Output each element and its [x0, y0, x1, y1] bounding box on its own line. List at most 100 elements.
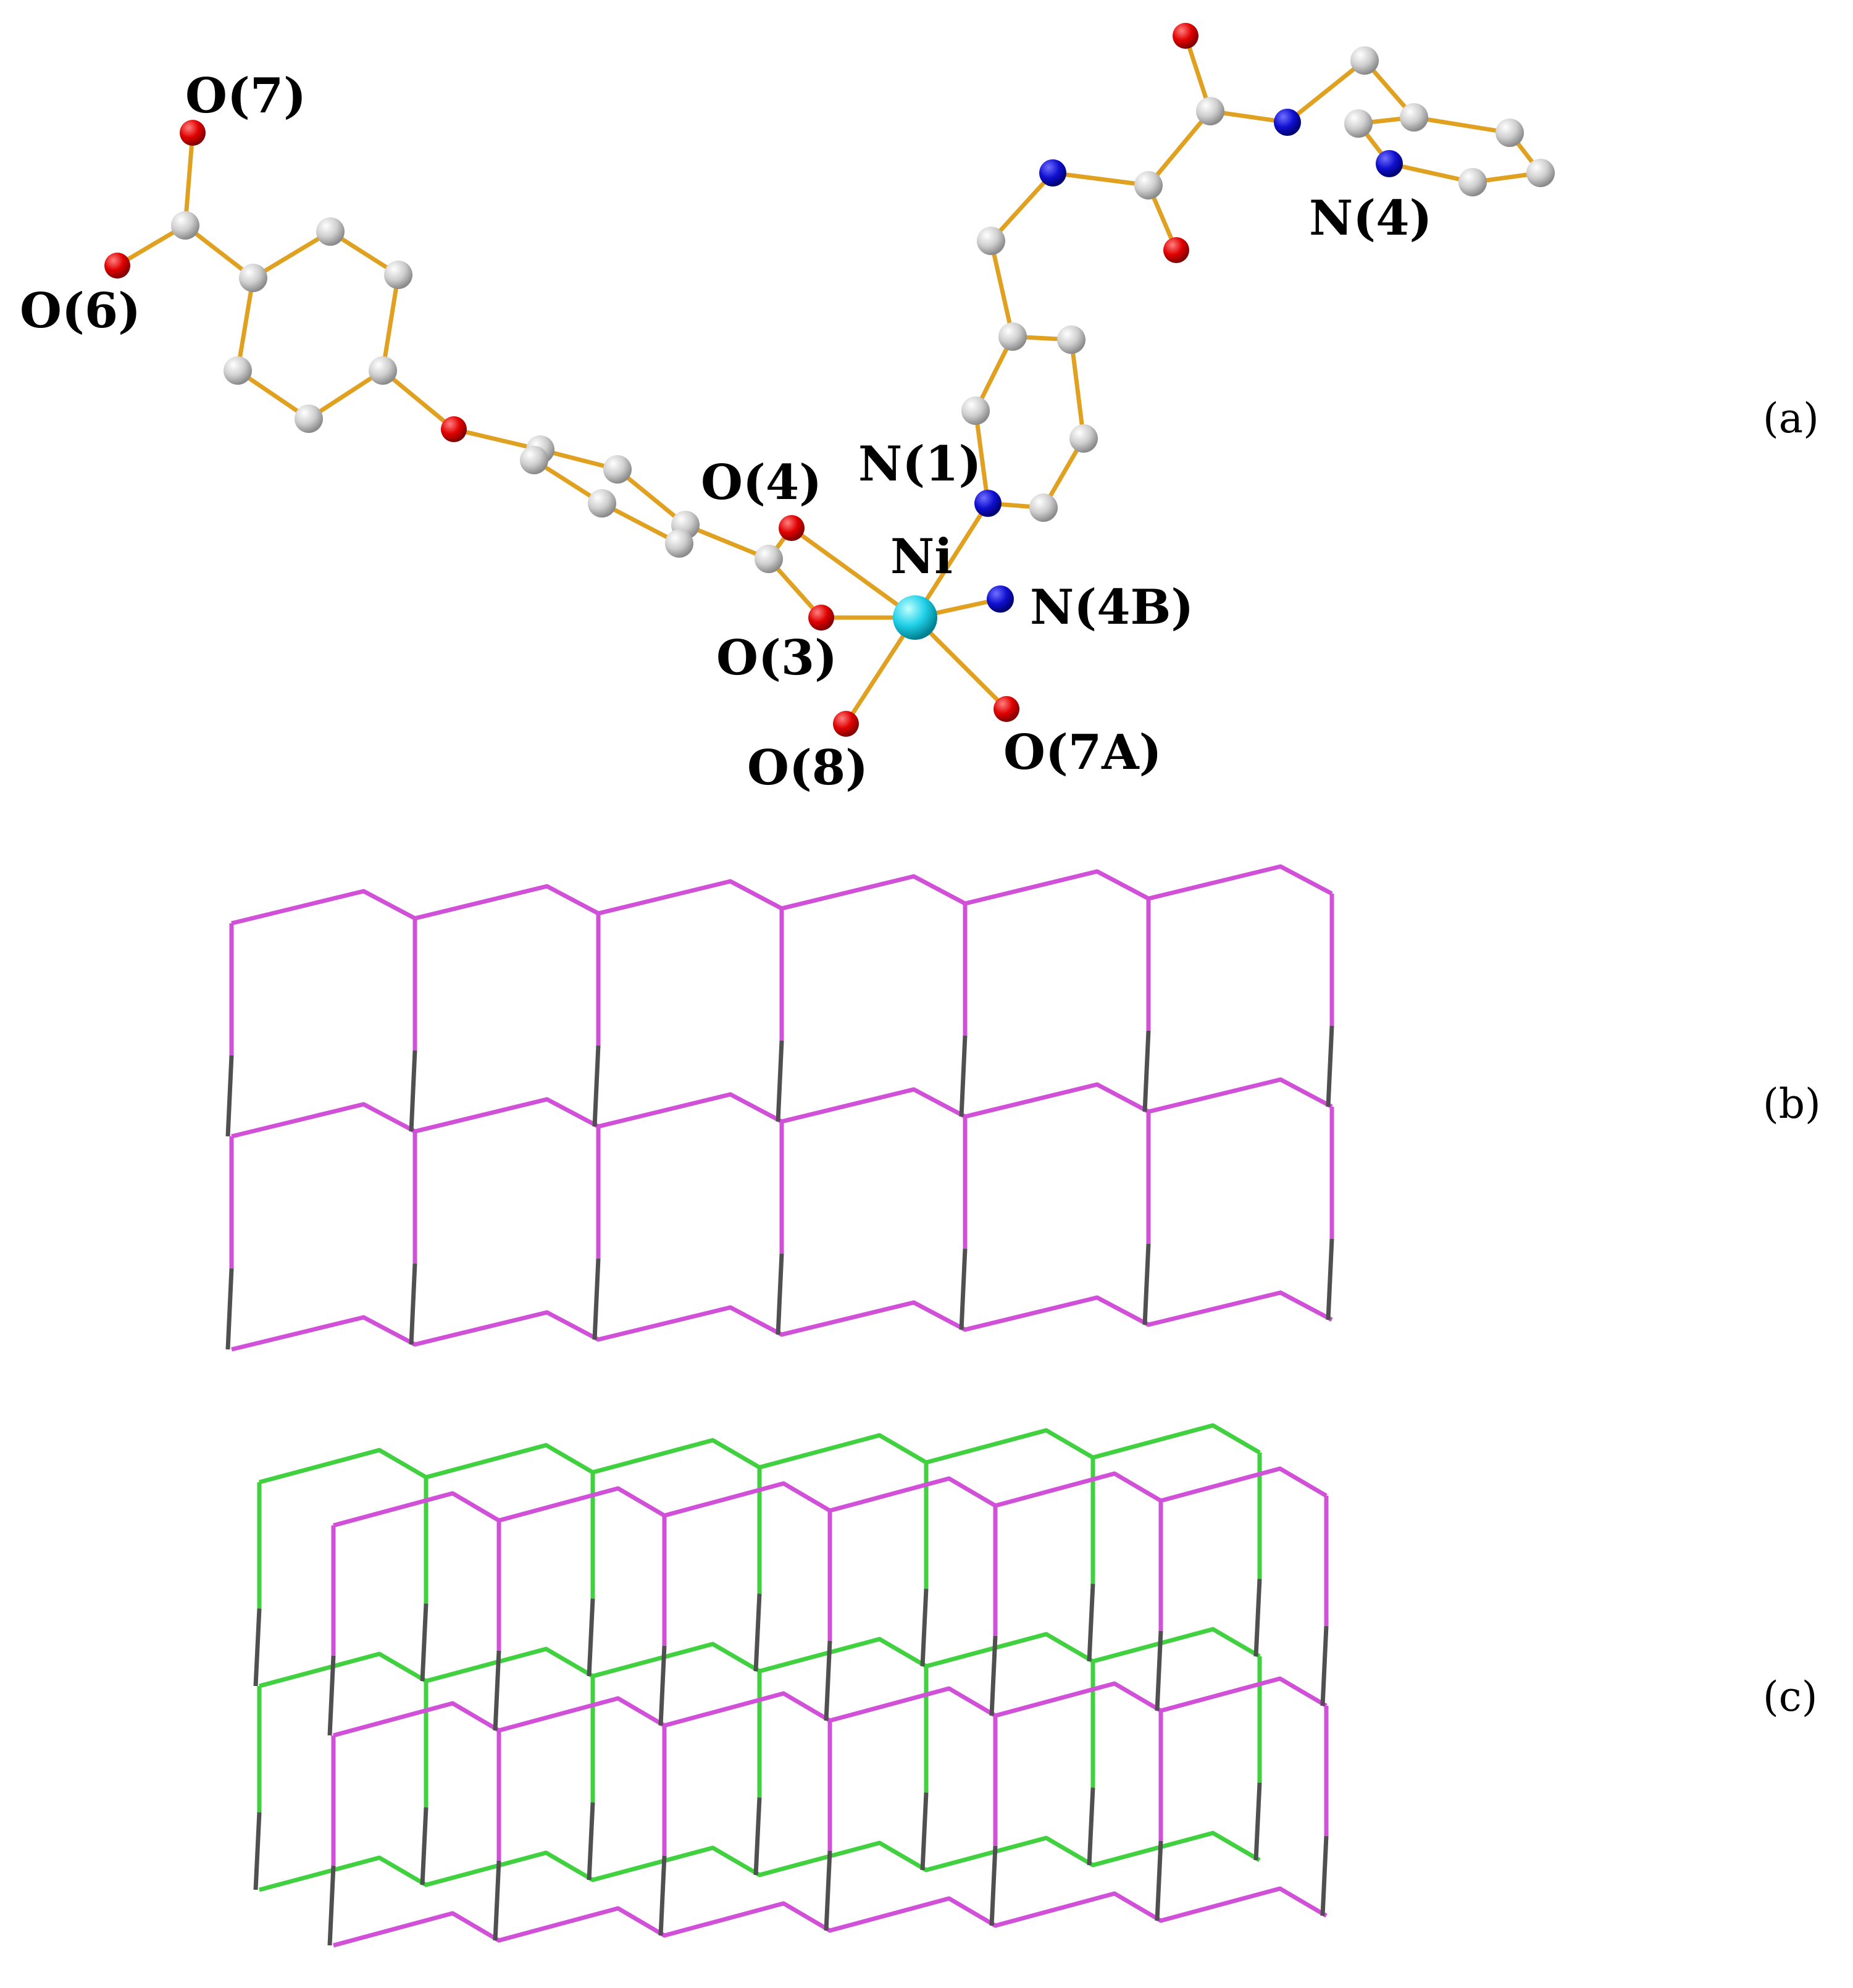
- bond-n1-p2: [973, 410, 990, 504]
- atom-carbon-q2: [1495, 119, 1524, 147]
- bond-nAm1-cAm1: [1052, 170, 1149, 188]
- atom-carbon-p6: [1029, 493, 1058, 522]
- atom-oxygen-o3: [808, 605, 834, 631]
- atom-label-o7a: O(7A): [1003, 724, 1162, 781]
- bond-cAm1-cAm2: [1147, 109, 1212, 187]
- atom-carbon-p2: [961, 396, 990, 425]
- atoms: [104, 23, 1555, 737]
- net-link: [225, 1268, 234, 1350]
- bond-cD3-cCarb: [684, 522, 770, 561]
- net-link: [920, 1792, 929, 1871]
- bond-o4-ni: [790, 526, 917, 619]
- net-link: [989, 1635, 998, 1716]
- atom-carbon-p4: [1057, 325, 1085, 354]
- atom-nickel-ni: [893, 595, 937, 640]
- atom-oxygen-o6: [104, 253, 130, 279]
- net-link: [409, 1263, 417, 1345]
- atom-label-n4: N(4): [1309, 190, 1432, 246]
- atom-oxygen-oAm1: [1163, 237, 1189, 263]
- atom-nitrogen-n1: [974, 490, 1002, 517]
- net-link: [493, 1860, 501, 1941]
- bond-cB3-cB4: [380, 274, 401, 371]
- panel-label-a: (a): [1763, 395, 1819, 442]
- net-link: [1326, 1025, 1334, 1107]
- panel-label-b: (b): [1763, 1080, 1821, 1128]
- net-link: [409, 1050, 417, 1132]
- atom-carbon-q4: [1458, 168, 1487, 196]
- atom-nitrogen-q5: [1376, 150, 1403, 177]
- panel-a-coordination-structure: O(7) O(6) O(4) N(1) Ni N(4B) O(3) O(8) O…: [20, 23, 1819, 796]
- net-link: [753, 1797, 762, 1876]
- bond-cB1-cB2: [252, 229, 332, 280]
- net-link: [1320, 1625, 1329, 1706]
- net-link: [327, 1865, 336, 1946]
- atom-label-o6: O(6): [20, 283, 141, 339]
- net-link: [420, 1603, 429, 1682]
- atom-label-o7: O(7): [185, 68, 306, 124]
- atom-oxygen-o8: [833, 711, 859, 737]
- net-link: [1155, 1630, 1163, 1711]
- panel-c-interpenetrated-networks: (c): [253, 1423, 1817, 1948]
- atom-carbon-cAm1: [1134, 171, 1163, 199]
- net-link: [959, 1248, 968, 1330]
- net-link: [776, 1040, 784, 1122]
- bond-cD4-cD5: [601, 501, 680, 546]
- panel-label-c: (c): [1763, 1673, 1817, 1721]
- net-link: [1320, 1835, 1329, 1916]
- net-link: [493, 1650, 501, 1731]
- atom-carbon-cD6: [520, 446, 548, 474]
- atom-carbon-cB4: [369, 356, 397, 385]
- atom-carbon-cD5: [588, 489, 616, 518]
- net-link: [327, 1655, 336, 1736]
- atom-carbon-cA1: [171, 211, 199, 240]
- net-link: [592, 1045, 601, 1127]
- atom-oxygen-o7: [180, 120, 206, 146]
- atom-carbon-cD2: [603, 455, 632, 484]
- net-link: [658, 1855, 667, 1936]
- net-link: [920, 1588, 929, 1667]
- net-strand: [231, 1290, 1333, 1352]
- atom-carbon-cD4: [665, 529, 693, 558]
- bond-p4-p5: [1069, 339, 1086, 439]
- atom-nitrogen-nAm2: [1274, 109, 1301, 136]
- atom-carbon-ch2b: [1350, 46, 1379, 75]
- bond-cD2-cD3: [616, 468, 687, 527]
- net-link: [824, 1850, 832, 1931]
- net-link: [1326, 1238, 1334, 1320]
- bond-q4-q5: [1389, 161, 1473, 185]
- atom-carbon-cAm2: [1196, 97, 1224, 125]
- net-link: [959, 1035, 968, 1117]
- atom-carbon-cB2: [316, 217, 345, 246]
- net-strand: [333, 1886, 1328, 1948]
- atom-carbon-cB5: [295, 405, 323, 433]
- atom-carbon-cB3: [384, 261, 412, 289]
- network-layer-magenta: [327, 1466, 1329, 1948]
- bond-p3-ch2a: [989, 240, 1015, 337]
- net-link: [587, 1802, 595, 1881]
- bond-cB5-cB6: [236, 369, 310, 421]
- atom-label-o3: O(3): [716, 630, 837, 686]
- net-link: [225, 1055, 234, 1137]
- atom-carbon-q6: [1344, 109, 1373, 138]
- net-link: [989, 1845, 998, 1926]
- atom-nitrogen-nAm1: [1039, 159, 1066, 187]
- bond-cB4-cB5: [307, 369, 384, 421]
- atom-carbon-q3: [1526, 159, 1555, 187]
- atom-label-o8: O(8): [747, 740, 868, 796]
- net-link: [253, 1608, 262, 1687]
- atom-nitrogen-n4b: [987, 585, 1014, 613]
- net-link: [420, 1807, 429, 1885]
- net-link: [253, 1812, 262, 1890]
- net-link: [1142, 1030, 1151, 1112]
- atom-carbon-cB6: [224, 356, 252, 385]
- net-link: [1253, 1579, 1262, 1657]
- bond-q1-q2: [1413, 115, 1510, 135]
- network-layer-green: [253, 1423, 1262, 1892]
- network-layer-magenta: [225, 864, 1334, 1352]
- bond-oEth-cD1: [453, 427, 541, 452]
- atom-carbon-ch2a: [977, 227, 1005, 255]
- panel-b-network: (b): [225, 864, 1821, 1352]
- net-link: [1087, 1583, 1095, 1662]
- atom-carbon-cB1: [239, 264, 267, 292]
